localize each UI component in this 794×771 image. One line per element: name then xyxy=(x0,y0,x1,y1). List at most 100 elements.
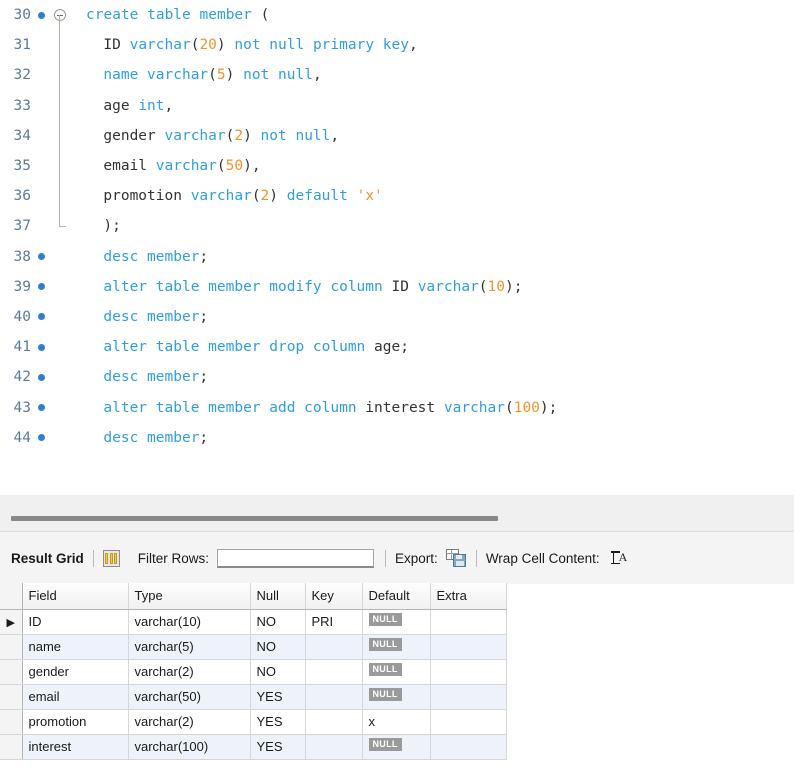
column-header-key[interactable]: Key xyxy=(305,583,363,610)
cell-type[interactable]: varchar(2) xyxy=(128,709,251,735)
cell-type[interactable]: varchar(5) xyxy=(128,634,251,660)
cell-extra[interactable] xyxy=(430,709,507,735)
column-header-null[interactable]: Null xyxy=(250,583,306,610)
cell-field[interactable]: promotion xyxy=(22,709,129,735)
statement-marker[interactable] xyxy=(33,11,49,19)
wrap-cell-content-icon[interactable]: A xyxy=(609,550,629,566)
cell-extra[interactable] xyxy=(430,734,507,760)
cell-type[interactable]: varchar(2) xyxy=(128,659,251,685)
cell-null[interactable]: YES xyxy=(250,734,306,760)
column-header-field[interactable]: Field xyxy=(22,583,129,610)
code-line[interactable]: 37); xyxy=(0,211,794,241)
fold-collapse-icon[interactable] xyxy=(54,9,66,22)
row-marker[interactable] xyxy=(0,634,23,660)
code-fold-cell xyxy=(49,150,75,182)
column-header-default[interactable]: Default xyxy=(362,583,431,610)
row-marker[interactable]: ▶ xyxy=(0,609,23,635)
cell-type[interactable]: varchar(10) xyxy=(128,609,251,635)
cell-default[interactable]: NULL xyxy=(362,609,431,635)
row-marker[interactable] xyxy=(0,684,23,710)
cell-null[interactable]: YES xyxy=(250,709,306,735)
export-recordset-icon[interactable] xyxy=(445,549,467,567)
statement-marker[interactable] xyxy=(33,313,49,321)
cell-key[interactable]: PRI xyxy=(305,609,363,635)
cell-type[interactable]: varchar(100) xyxy=(128,734,251,760)
code-fold-cell xyxy=(49,211,75,241)
statement-marker[interactable] xyxy=(33,373,49,381)
cell-null[interactable]: YES xyxy=(250,684,306,710)
cell-field[interactable]: interest xyxy=(22,734,129,760)
column-header-type[interactable]: Type xyxy=(128,583,251,610)
row-marker[interactable] xyxy=(0,659,23,685)
row-marker[interactable] xyxy=(0,709,23,735)
cell-key[interactable] xyxy=(305,734,363,760)
cell-default[interactable]: x xyxy=(362,709,431,735)
line-number: 40 xyxy=(13,308,31,325)
splitter-grip[interactable] xyxy=(11,516,498,521)
cell-null[interactable]: NO xyxy=(250,609,306,635)
cell-default[interactable]: NULL xyxy=(362,734,431,760)
null-badge: NULL xyxy=(368,688,402,702)
code-token: ( xyxy=(504,399,514,416)
wrap-icon-letter: A xyxy=(618,550,628,564)
cell-default[interactable]: NULL xyxy=(362,634,431,660)
cell-key[interactable] xyxy=(305,684,363,710)
statement-dot-icon xyxy=(37,283,45,291)
cell-field[interactable]: ID xyxy=(22,609,129,635)
cell-null[interactable]: NO xyxy=(250,634,306,660)
cell-extra[interactable] xyxy=(430,634,507,660)
line-number: 33 xyxy=(13,97,31,114)
cell-field[interactable]: email xyxy=(22,684,129,710)
code-token: varchar xyxy=(164,127,226,144)
code-token: ) xyxy=(216,37,235,54)
cell-extra[interactable] xyxy=(430,659,507,685)
code-text: age int, xyxy=(75,98,173,114)
cell-extra[interactable] xyxy=(430,684,507,710)
filter-rows-input[interactable] xyxy=(217,548,375,568)
code-line[interactable]: 33 age int, xyxy=(0,90,794,121)
column-header-extra[interactable]: Extra xyxy=(430,583,507,610)
cell-key[interactable] xyxy=(305,709,363,735)
cell-field[interactable]: gender xyxy=(22,659,129,685)
statement-marker[interactable] xyxy=(33,434,49,442)
cell-default[interactable]: NULL xyxy=(362,659,431,685)
code-token: ( xyxy=(251,188,261,205)
line-number: 44 xyxy=(13,429,31,446)
statement-marker[interactable] xyxy=(33,343,49,351)
result-grid-icon[interactable] xyxy=(102,549,120,567)
cell-default[interactable]: NULL xyxy=(362,684,431,710)
cell-field[interactable]: name xyxy=(22,634,129,660)
cell-null[interactable]: NO xyxy=(250,659,306,685)
code-fold-cell[interactable] xyxy=(49,0,75,32)
cell-key[interactable] xyxy=(305,659,363,685)
statement-marker[interactable] xyxy=(33,404,49,412)
code-token: 'x' xyxy=(356,188,383,205)
cell-extra[interactable] xyxy=(430,609,507,635)
row-marker[interactable] xyxy=(0,734,23,760)
cell-key[interactable] xyxy=(305,634,363,660)
cell-type[interactable]: varchar(50) xyxy=(128,684,251,710)
statement-marker[interactable] xyxy=(33,283,49,291)
statement-marker[interactable] xyxy=(33,253,49,261)
